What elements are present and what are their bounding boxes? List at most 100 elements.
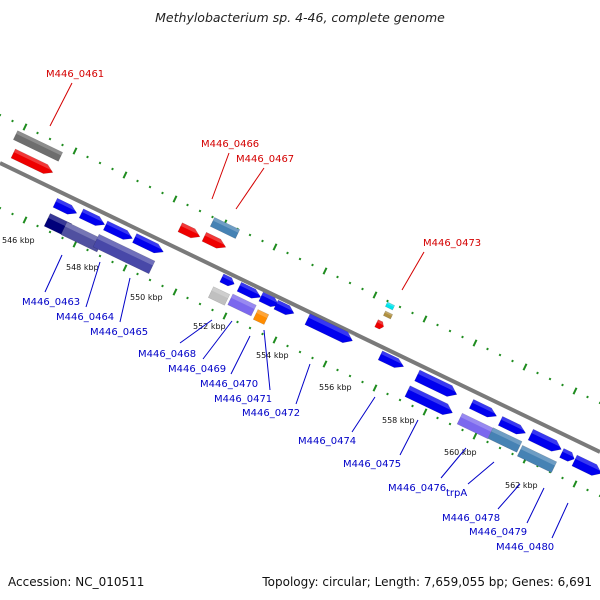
gene-label[interactable]: M446_0475 [343,459,401,470]
gene-feature[interactable] [207,286,231,306]
gene-label[interactable]: M446_0480 [496,542,554,553]
gene-feature[interactable] [273,299,297,318]
gene-label[interactable]: M446_0474 [298,436,356,447]
kbp-label: 552 kbp [193,322,226,331]
gene-feature[interactable] [227,293,257,317]
scale-tick [148,185,152,189]
gene-label[interactable]: M446_0461 [46,69,104,80]
scale-tick [261,332,264,336]
scale-tick [486,347,489,351]
gene-feature[interactable] [571,454,600,479]
gene-feature[interactable] [374,319,386,331]
gene-label[interactable]: M446_0468 [138,349,196,360]
scale-tick [386,299,389,303]
gene-label[interactable]: M446_0478 [442,513,500,524]
gene-feature[interactable] [219,273,237,288]
kbp-label: 550 kbp [130,293,163,302]
accession-text: Accession: NC_010511 [8,575,144,589]
scale-tick [0,113,2,117]
gene-feature[interactable] [10,148,55,177]
gene-feature[interactable] [258,291,282,310]
scale-tick [411,404,414,408]
scale-tick [236,320,239,324]
gene-label[interactable]: M446_0473 [423,238,481,249]
scale-tick [361,380,364,384]
gene-feature[interactable] [12,130,64,162]
gene-feature[interactable] [384,301,396,311]
gene-label[interactable]: M446_0469 [168,364,226,375]
scale-tick [461,335,464,339]
gene-label[interactable]: M446_0465 [90,327,148,338]
gene-label[interactable]: M446_0466 [201,139,259,150]
scale-tick [211,308,214,312]
scale-tick [11,212,14,216]
gene-label[interactable]: trpA [446,488,467,499]
gene-feature[interactable] [414,369,460,400]
scale-tick [372,384,378,392]
scale-tick [272,336,278,344]
gene-feature[interactable] [404,385,456,418]
scale-tick [322,267,328,275]
gene-feature[interactable] [527,428,564,455]
gene-feature[interactable] [468,399,499,420]
scale-tick [536,371,539,375]
gene-feature[interactable] [304,313,356,346]
scale-tick [286,344,289,348]
map-title: Methylobacterium sp. 4-46, complete geno… [155,10,445,25]
gene-feature[interactable] [382,310,394,320]
scale-tick [36,131,39,135]
scale-tick [48,137,52,141]
scale-tick [86,248,89,252]
gene-label[interactable]: M446_0479 [469,527,527,538]
scale-tick [172,288,178,296]
gene-label[interactable]: M446_0464 [56,312,114,323]
gene-feature[interactable] [487,427,523,453]
gene-label[interactable]: M446_0467 [236,154,294,165]
gene-feature[interactable] [209,217,241,239]
gene-label[interactable]: M446_0471 [214,394,272,405]
gene-feature[interactable] [52,197,79,217]
top-strand-features [10,130,396,331]
gene-feature[interactable] [102,220,135,243]
gene-feature[interactable] [92,233,156,275]
scale-tick [272,243,278,251]
gene-feature[interactable] [236,281,263,301]
scale-tick [11,119,14,123]
scale-tick [248,326,252,330]
gene-feature[interactable] [177,222,203,242]
gene-label[interactable]: M446_0463 [22,297,80,308]
scale-tick [22,123,28,131]
scale-tick [148,278,152,282]
gene-feature[interactable] [132,233,166,257]
scale-tick [472,339,478,347]
gene-label[interactable]: M446_0476 [388,483,446,494]
gene-feature[interactable] [559,448,577,463]
scale-tick [436,416,439,420]
gene-feature[interactable] [497,416,528,437]
gene-feature[interactable] [456,412,494,440]
bottom-strand-features [43,197,600,479]
scale-tick [161,284,164,288]
scale-tick [422,315,428,323]
scale-tick [122,264,128,272]
gene-label[interactable]: M446_0472 [242,408,300,419]
scale-tick [561,383,564,387]
scale-tick [98,161,102,165]
gene-feature[interactable] [377,350,406,371]
scale-tick [448,422,452,426]
gene-feature[interactable] [516,445,558,473]
scale-tick [0,206,2,210]
scale-tick [598,401,600,405]
scale-tick [572,387,578,395]
gene-feature[interactable] [78,208,107,229]
scale-tick [398,398,402,402]
gene-feature[interactable] [201,231,228,251]
scale-tick [98,254,102,258]
gene-label[interactable]: M446_0470 [200,379,258,390]
genome-backbone [0,161,600,454]
scale-tick [172,195,178,203]
scale-tick [511,359,514,363]
gene-feature[interactable] [252,309,270,325]
